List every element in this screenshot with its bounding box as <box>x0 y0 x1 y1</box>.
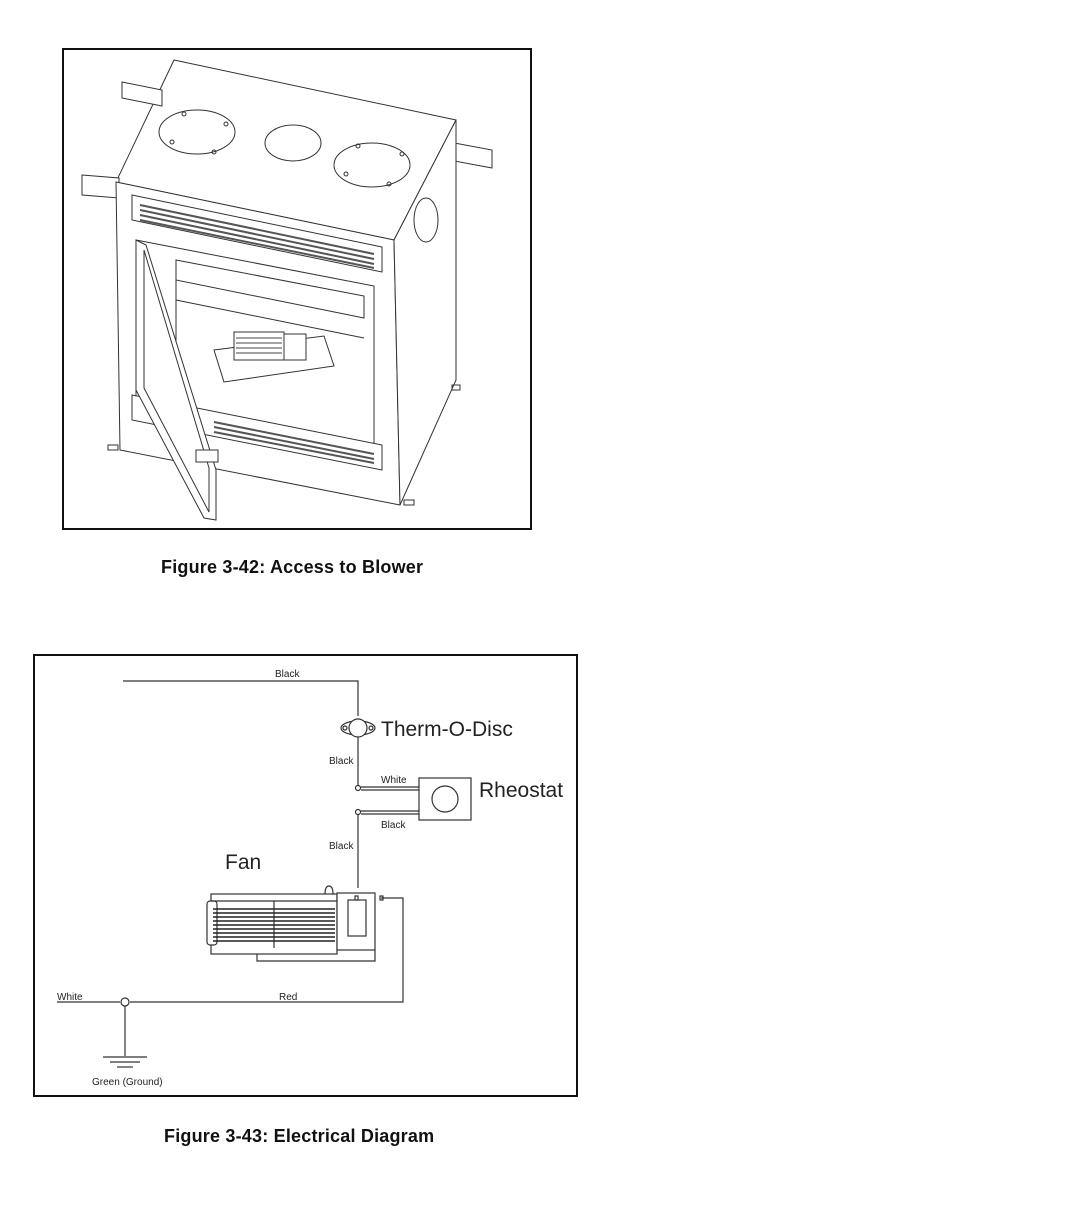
top-vent-right <box>333 142 411 188</box>
top-vent-left <box>158 109 236 155</box>
side-pipe <box>413 197 439 243</box>
door-handle <box>195 449 219 463</box>
top-vent-center <box>264 124 322 162</box>
junction-ground <box>120 997 130 1007</box>
label-red: Red <box>279 992 297 1003</box>
label-ground: Green (Ground) <box>92 1077 163 1088</box>
label-top-black: Black <box>275 669 300 680</box>
label-black-to-fan: Black <box>329 841 354 852</box>
left-flange-lower <box>81 174 120 199</box>
stove-insert-drawing <box>81 59 493 521</box>
stove-side <box>393 119 457 506</box>
wire-red <box>130 897 404 1003</box>
wiring-diagram: Black Therm-O-Disc Black White Rheostat … <box>57 669 563 1088</box>
figure-access-to-blower <box>62 48 532 530</box>
left-flange-upper <box>121 81 163 107</box>
label-thermodisc: Therm-O-Disc <box>381 718 513 741</box>
junction-top <box>354 784 362 792</box>
figure-caption-electrical-diagram: Figure 3-43: Electrical Diagram <box>164 1126 435 1146</box>
junction-bottom <box>354 808 362 816</box>
blower-assembly <box>213 331 335 383</box>
figure-electrical-diagram: Black Therm-O-Disc Black White Rheostat … <box>33 654 578 1097</box>
label-white: White <box>57 992 83 1003</box>
figure-caption-access-to-blower: Figure 3-42: Access to Blower <box>161 557 424 577</box>
ground-icon <box>103 1056 147 1068</box>
label-rheostat: Rheostat <box>479 779 563 802</box>
label-black-from-rheostat: Black <box>381 820 406 831</box>
fan-icon <box>206 885 384 962</box>
label-black-below-disc: Black <box>329 756 354 767</box>
thermodisc-icon <box>340 718 376 738</box>
label-fan: Fan <box>225 851 261 874</box>
label-white-to-rheostat: White <box>381 775 407 786</box>
wire-top-black <box>123 680 359 716</box>
